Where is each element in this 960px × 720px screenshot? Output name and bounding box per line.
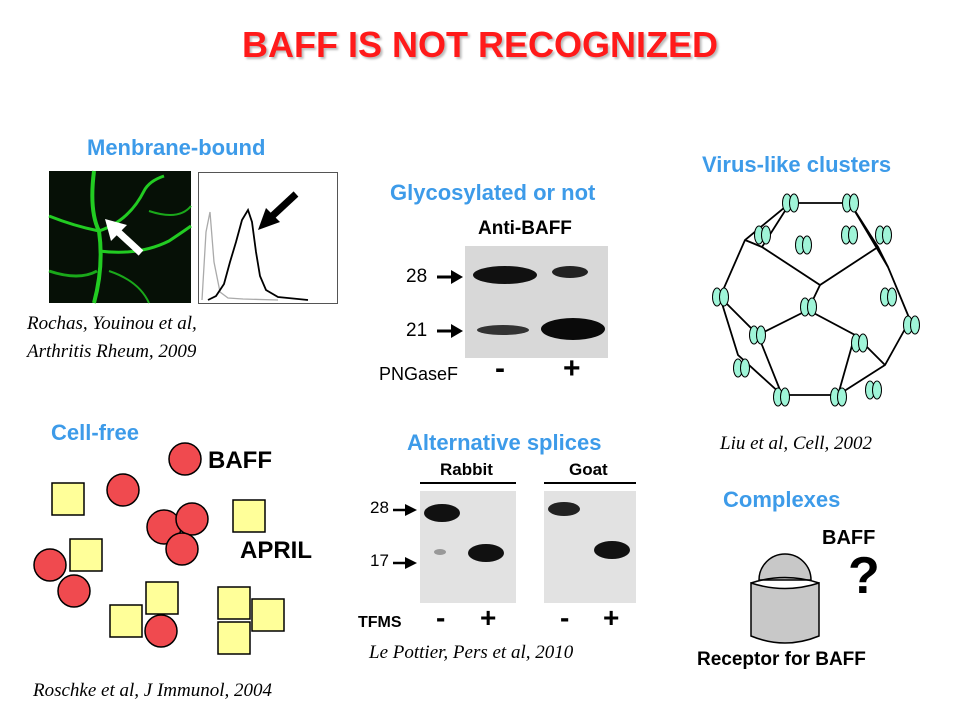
- splices-treatment-label: TFMS: [358, 614, 402, 631]
- glyco-plus: +: [563, 352, 581, 385]
- glyco-marker-28-arrow: [437, 270, 463, 284]
- virus-citation: Liu et al, Cell, 2002: [720, 433, 872, 454]
- splices-rabbit-blot: [420, 491, 516, 603]
- membrane-heading: Menbrane-bound: [87, 135, 266, 160]
- splices-goat-bar: [544, 482, 636, 484]
- splices-goat-label: Goat: [569, 460, 608, 479]
- splices-goat-blot: [544, 491, 636, 603]
- slide-title: BAFF IS NOT RECOGNIZED: [242, 24, 718, 65]
- cellfree-april-label: APRIL: [240, 537, 312, 564]
- receptor-complex-shape: [750, 553, 820, 644]
- fluorescence-micrograph: [48, 170, 192, 304]
- complexes-question-mark: ?: [848, 547, 880, 605]
- flow-histogram: [198, 172, 338, 304]
- cellfree-baff-label: BAFF: [208, 447, 272, 474]
- splices-citation: Le Pottier, Pers et al, 2010: [369, 642, 574, 663]
- splices-marker-28-arrow: [393, 504, 417, 516]
- splices-rabbit-bar: [420, 482, 516, 484]
- virus-cluster-diagram: [712, 193, 920, 407]
- splices-goat-minus: -: [560, 602, 570, 633]
- glyco-marker-21: 21: [406, 320, 428, 341]
- complexes-heading: Complexes: [723, 487, 841, 512]
- membrane-citation-line1: Rochas, Youinou et al,: [27, 313, 197, 334]
- virus-heading: Virus-like clusters: [702, 152, 892, 177]
- glyco-western-blot: [465, 246, 608, 358]
- glyco-antibody-label: Anti-BAFF: [478, 218, 572, 239]
- splices-marker-28: 28: [370, 498, 389, 517]
- splices-goat-plus: +: [603, 602, 620, 633]
- glyco-marker-28: 28: [406, 266, 428, 287]
- membrane-citation-line2: Arthritis Rheum, 2009: [27, 341, 197, 362]
- splices-heading: Alternative splices: [407, 430, 602, 455]
- glyco-marker-21-arrow: [437, 324, 463, 338]
- glyco-heading: Glycosylated or not: [390, 180, 596, 205]
- splices-marker-17-arrow: [393, 557, 417, 569]
- glyco-minus: -: [495, 352, 505, 385]
- splices-rabbit-minus: -: [436, 602, 446, 633]
- complexes-baff-label: BAFF: [822, 527, 876, 549]
- glyco-enzyme-label: PNGaseF: [379, 364, 459, 384]
- cellfree-citation: Roschke et al, J Immunol, 2004: [33, 680, 273, 701]
- complexes-receptor-label: Receptor for BAFF: [697, 649, 866, 670]
- splices-rabbit-plus: +: [480, 602, 497, 633]
- cellfree-diagram: [33, 442, 285, 655]
- splices-rabbit-label: Rabbit: [440, 460, 493, 479]
- cellfree-heading: Cell-free: [51, 420, 140, 445]
- splices-marker-17: 17: [370, 551, 389, 570]
